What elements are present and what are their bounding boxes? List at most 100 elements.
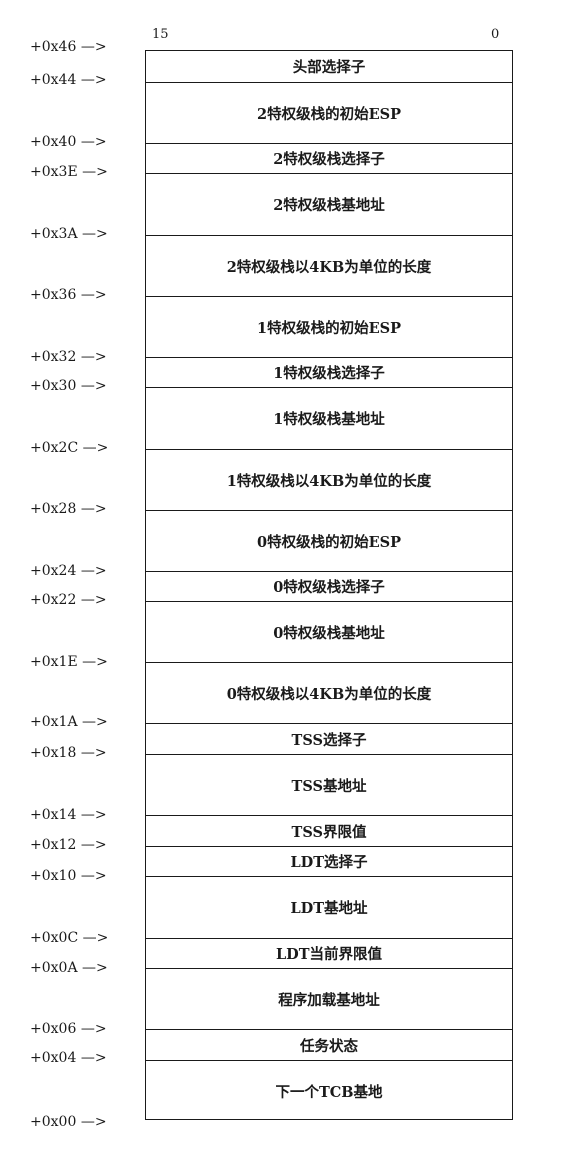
arrow-glyph: —>	[82, 440, 109, 456]
arrow-glyph: —>	[82, 960, 108, 976]
tcb-field: TSS基地址	[146, 754, 512, 815]
offset-label: +0x44 —>	[30, 72, 107, 88]
offset-value: +0x0C	[30, 930, 79, 946]
offset-value: +0x1A	[30, 714, 78, 730]
offset-label: +0x12 —>	[30, 837, 107, 853]
tcb-field-label: TSS界限值	[291, 823, 367, 841]
tcb-field: LDT基地址	[146, 876, 512, 938]
tcb-field-label: 1特权级栈的初始ESP	[256, 319, 401, 337]
offset-label: +0x10 —>	[30, 868, 107, 884]
tcb-field-label: 0特权级栈以4KB为单位的长度	[226, 685, 432, 703]
tcb-field-label: 1特权级栈基地址	[273, 411, 385, 428]
offset-value: +0x40	[30, 134, 77, 150]
arrow-glyph: —>	[80, 287, 107, 303]
tcb-field: TSS界限值	[146, 815, 512, 846]
tcb-field-label: TSS基地址	[291, 777, 367, 795]
offset-label: +0x40 —>	[30, 134, 107, 150]
offset-value: +0x12	[30, 837, 77, 853]
offset-value: +0x22	[30, 592, 77, 608]
tcb-field: 0特权级栈的初始ESP	[146, 510, 512, 571]
tcb-field-label: LDT选择子	[290, 854, 368, 871]
tcb-field: 1特权级栈以4KB为单位的长度	[146, 449, 512, 510]
offset-label: +0x1E —>	[30, 654, 108, 670]
offset-value: +0x28	[30, 501, 77, 517]
offset-value: +0x3E	[30, 164, 78, 180]
arrow-glyph: —>	[80, 563, 107, 579]
offset-label: +0x0C —>	[30, 930, 108, 946]
tcb-field: 1特权级栈基地址	[146, 387, 512, 449]
offset-value: +0x30	[30, 378, 77, 394]
offset-value: +0x00	[30, 1114, 77, 1130]
offset-label: +0x0A —>	[30, 960, 108, 976]
tcb-field: 下一个TCB基地	[146, 1060, 512, 1121]
arrow-glyph: —>	[82, 164, 108, 180]
offset-value: +0x10	[30, 868, 77, 884]
offset-label: +0x14 —>	[30, 807, 107, 823]
arrow-glyph: —>	[80, 868, 107, 884]
arrow-glyph: —>	[80, 1021, 107, 1037]
offset-value: +0x06	[30, 1021, 77, 1037]
bit-low-label: 0	[491, 27, 500, 42]
arrow-glyph: —>	[80, 745, 107, 761]
tcb-field-label: LDT当前界限值	[275, 946, 383, 963]
tcb-field: 程序加载基地址	[146, 968, 512, 1029]
tcb-field-label: 2特权级栈以4KB为单位的长度	[226, 258, 432, 276]
tcb-table: 头部选择子 2特权级栈的初始ESP 2特权级栈选择子 2特权级栈基地址 2特权级栈以4K…	[145, 50, 513, 1120]
arrow-glyph: —>	[82, 226, 108, 242]
offset-value: +0x14	[30, 807, 77, 823]
arrow-glyph: —>	[80, 592, 107, 608]
tcb-field-label: TSS选择子	[291, 731, 367, 749]
tcb-field: TSS选择子	[146, 723, 512, 754]
tcb-field-label: 2特权级栈的初始ESP	[256, 105, 401, 123]
tcb-field-label: 程序加载基地址	[278, 991, 380, 1009]
arrow-glyph: —>	[82, 654, 108, 670]
offset-label: +0x28 —>	[30, 501, 107, 517]
offset-value: +0x24	[30, 563, 77, 579]
tcb-field-label: 0特权级栈基地址	[273, 624, 385, 642]
tcb-field: 1特权级栈选择子	[146, 357, 512, 387]
offset-label: +0x22 —>	[30, 592, 107, 608]
tcb-field: 0特权级栈基地址	[146, 601, 512, 662]
arrow-glyph: —>	[80, 1114, 107, 1130]
tcb-field-label: 任务状态	[300, 1037, 358, 1055]
offset-value: +0x1E	[30, 654, 78, 670]
tcb-field: 2特权级栈基地址	[146, 173, 512, 235]
offset-label: +0x36 —>	[30, 287, 107, 303]
tcb-field-label: LDT基地址	[290, 900, 368, 917]
tcb-field-label: 2特权级栈基地址	[273, 197, 385, 214]
offset-label: +0x24 —>	[30, 563, 107, 579]
offset-label: +0x00 —>	[30, 1114, 107, 1130]
arrow-glyph: —>	[80, 349, 107, 365]
arrow-glyph: —>	[82, 930, 109, 946]
tcb-field: 任务状态	[146, 1029, 512, 1060]
offset-label: +0x3E —>	[30, 164, 108, 180]
tcb-field: LDT选择子	[146, 846, 512, 876]
bit-high-label: 15	[152, 27, 169, 42]
arrow-glyph: —>	[80, 1050, 107, 1066]
offset-value: +0x46	[30, 39, 77, 55]
offset-value: +0x44	[30, 72, 77, 88]
tcb-field: 2特权级栈的初始ESP	[146, 82, 512, 143]
tcb-field: LDT当前界限值	[146, 938, 512, 968]
tcb-field: 2特权级栈选择子	[146, 143, 512, 173]
tcb-field-label: 0特权级栈选择子	[273, 579, 385, 596]
offset-label: +0x30 —>	[30, 378, 107, 394]
tcb-field-label: 2特权级栈选择子	[273, 151, 385, 168]
offset-label: +0x46 —>	[30, 39, 107, 55]
tcb-field-label: 头部选择子	[292, 59, 366, 76]
arrow-glyph: —>	[80, 134, 107, 150]
tcb-field-label: 0特权级栈的初始ESP	[256, 533, 401, 551]
tcb-field: 1特权级栈的初始ESP	[146, 296, 512, 357]
arrow-glyph: —>	[80, 807, 107, 823]
tcb-field-label: 下一个TCB基地	[275, 1083, 383, 1101]
tcb-field: 0特权级栈选择子	[146, 571, 512, 601]
offset-value: +0x0A	[30, 960, 78, 976]
tcb-field-label: 1特权级栈选择子	[273, 365, 385, 382]
offset-label: +0x18 —>	[30, 745, 107, 761]
offset-value: +0x3A	[30, 226, 78, 242]
offset-label: +0x2C —>	[30, 440, 108, 456]
offset-value: +0x18	[30, 745, 77, 761]
tcb-field: 2特权级栈以4KB为单位的长度	[146, 235, 512, 296]
arrow-glyph: —>	[80, 39, 107, 55]
